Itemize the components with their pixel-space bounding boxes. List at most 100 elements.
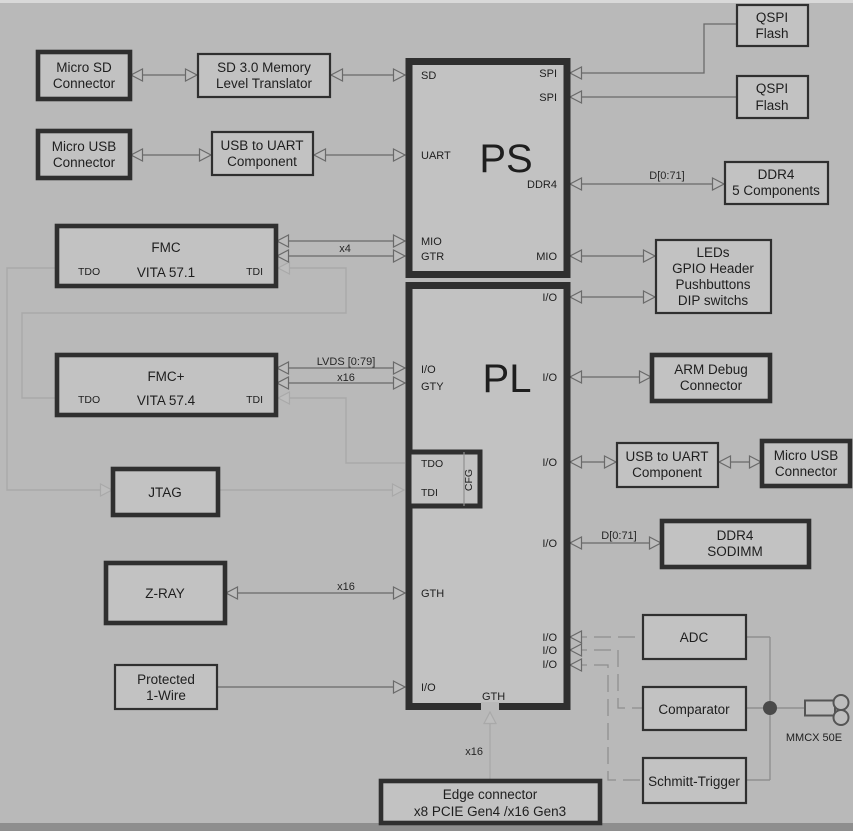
edge-connector-line1: Edge connector xyxy=(443,787,538,802)
wire-fmc-tdo-to-jtag xyxy=(6,267,114,497)
box-usb-uart-right: USB to UART Component xyxy=(615,441,720,489)
ddr4-sodimm-line2: SODIMM xyxy=(707,544,763,559)
qspi2-line1: QSPI xyxy=(756,81,788,96)
ps-port-gtr: GTR xyxy=(421,251,444,263)
pl-port-gty: GTY xyxy=(421,381,444,393)
wire-comparator-pl-io xyxy=(568,643,642,709)
box-usb-uart: USB to UART Component xyxy=(210,130,315,177)
fmc-plus-tdo: TDO xyxy=(78,394,100,406)
pl-port-io-gty: I/O xyxy=(421,364,436,376)
wire-fmcplus-tdo-to-fmc-tdi xyxy=(21,261,347,399)
gpio-line2: GPIO Header xyxy=(672,261,754,276)
micro-sd-line2: Connector xyxy=(53,76,116,91)
top-edge-strip xyxy=(0,0,853,3)
qspi1-line2: Flash xyxy=(755,26,788,41)
ps-port-ddr4: DDR4 xyxy=(527,179,557,191)
one-wire-line1: Protected xyxy=(137,672,195,687)
mmcx-connector-icon xyxy=(804,694,850,726)
gpio-line1: LEDs xyxy=(696,245,729,260)
pl-port-gth-bottom: GTH xyxy=(482,691,505,703)
cfg-block: TDO TDI CFG xyxy=(406,449,483,509)
fmc-title: FMC xyxy=(151,240,180,255)
box-fmc-plus: FMC+ VITA 57.4 TDO TDI xyxy=(54,352,279,418)
fmc-plus-subtitle: VITA 57.4 xyxy=(137,393,196,408)
wire-pl-tdo-to-fmcplus-tdi xyxy=(276,391,405,464)
box-micro-sd: Micro SD Connector xyxy=(35,49,133,102)
label-lvds: LVDS [0:79] xyxy=(317,356,376,368)
box-micro-usb: Micro USB Connector xyxy=(35,128,133,181)
micro-usb-line1: Micro USB xyxy=(52,139,117,154)
pl-port-io-ddr4: I/O xyxy=(542,538,557,550)
comparator-label: Comparator xyxy=(658,702,730,717)
usb-uart-line1: USB to UART xyxy=(220,138,303,153)
usb-uart-right-line1: USB to UART xyxy=(625,449,708,464)
ps-port-spi-1: SPI xyxy=(539,68,557,80)
mmcx-label: MMCX 50E xyxy=(786,732,842,744)
usb-uart-line2: Component xyxy=(227,154,297,169)
box-one-wire: Protected 1-Wire xyxy=(113,663,219,711)
bottom-edge-strip xyxy=(0,823,853,831)
pl-title: PL xyxy=(483,357,532,401)
arm-debug-line2: Connector xyxy=(680,378,743,393)
qspi2-line2: Flash xyxy=(755,98,788,113)
fmc-tdo: TDO xyxy=(78,266,100,278)
fmc-plus-tdi: TDI xyxy=(246,394,263,406)
ddr4-comp-line2: 5 Components xyxy=(732,183,820,198)
ps-port-sd: SD xyxy=(421,70,436,82)
pl-bottom-gap xyxy=(481,702,499,711)
box-ddr4-sodimm: DDR4 SODIMM xyxy=(659,518,812,570)
box-arm-debug: ARM Debug Connector xyxy=(649,352,773,404)
micro-sd-line1: Micro SD xyxy=(56,60,112,75)
box-micro-usb-right: Micro USB Connector xyxy=(759,438,853,489)
gpio-line3: Pushbuttons xyxy=(675,277,750,292)
label-zray-x16: x16 xyxy=(337,581,355,593)
arm-debug-line1: ARM Debug xyxy=(674,362,748,377)
fmc-tdi: TDI xyxy=(246,266,263,278)
label-ddr4-bus: D[0:71] xyxy=(649,170,684,182)
label-fmc-x4: x4 xyxy=(339,243,351,255)
cfg-port-tdo: TDO xyxy=(421,458,443,470)
box-comparator: Comparator xyxy=(641,685,748,732)
pl-port-io-arm: I/O xyxy=(542,372,557,384)
pl-port-io-usb: I/O xyxy=(542,457,557,469)
pl-port-io-adc: I/O xyxy=(542,632,557,644)
zray-label: Z-RAY xyxy=(145,586,185,601)
box-ddr4-components: DDR4 5 Components xyxy=(723,160,830,206)
ps-port-mio: MIO xyxy=(421,236,442,248)
box-jtag: JTAG xyxy=(110,466,221,518)
ps-title: PS xyxy=(479,137,532,181)
box-edge-connector: Edge connector x8 PCIE Gen4 /x16 Gen3 xyxy=(378,778,603,826)
ddr4-sodimm-line1: DDR4 xyxy=(717,528,754,543)
box-qspi-flash-1: QSPI Flash xyxy=(735,3,810,48)
micro-usb-line2: Connector xyxy=(53,155,116,170)
qspi1-line1: QSPI xyxy=(756,10,788,25)
pl-port-io-leds: I/O xyxy=(542,292,557,304)
cfg-label: CFG xyxy=(463,469,475,491)
label-sodimm-bus: D[0:71] xyxy=(601,530,636,542)
usb-uart-right-line2: Component xyxy=(632,465,702,480)
box-gpio: LEDs GPIO Header Pushbuttons DIP switchs xyxy=(654,238,773,315)
fmc-plus-title: FMC+ xyxy=(147,369,184,384)
ps-port-mio-right: MIO xyxy=(536,251,557,263)
label-pcie-x16: x16 xyxy=(465,746,483,758)
adc-label: ADC xyxy=(680,630,709,645)
ps-port-spi-2: SPI xyxy=(539,92,557,104)
jtag-label: JTAG xyxy=(148,485,182,500)
box-sd-translator: SD 3.0 Memory Level Translator xyxy=(196,52,332,99)
micro-usb-right-line2: Connector xyxy=(775,464,838,479)
pl-port-io-left: I/O xyxy=(421,682,436,694)
box-adc: ADC xyxy=(641,613,748,661)
cfg-port-tdi: TDI xyxy=(421,487,438,499)
box-schmitt: Schmitt-Trigger xyxy=(641,756,748,805)
schmitt-label: Schmitt-Trigger xyxy=(648,774,740,789)
box-fmc: FMC VITA 57.1 TDO TDI xyxy=(54,223,279,289)
pl-port-io-schmitt: I/O xyxy=(542,659,557,671)
micro-usb-right-line1: Micro USB xyxy=(774,448,839,463)
label-lvds-x16: x16 xyxy=(337,372,355,384)
fmc-subtitle: VITA 57.1 xyxy=(137,265,195,280)
edge-connector-line2: x8 PCIE Gen4 /x16 Gen3 xyxy=(414,804,566,819)
ddr4-comp-line1: DDR4 xyxy=(758,167,795,182)
ps-port-uart: UART xyxy=(421,150,451,162)
